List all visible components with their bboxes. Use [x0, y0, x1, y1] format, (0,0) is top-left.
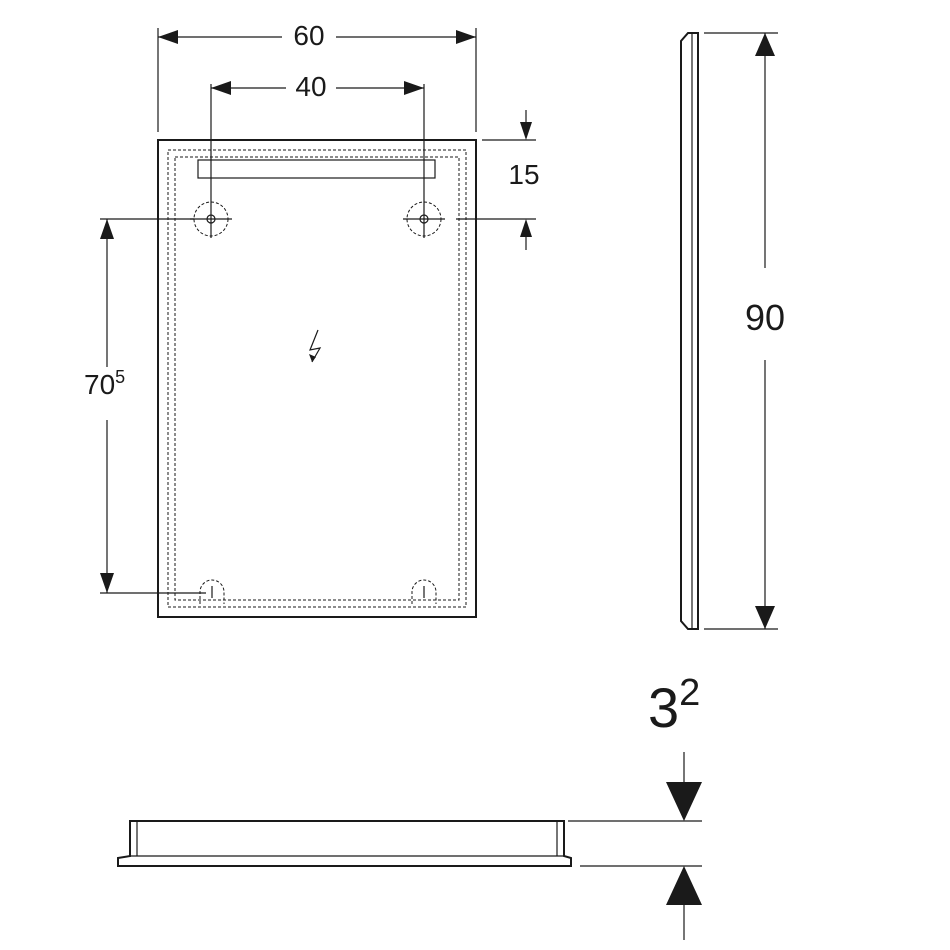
width-label: 60	[293, 20, 324, 51]
thickness-label: 32	[648, 672, 700, 739]
dimension-width: 60	[157, 20, 477, 132]
hole-spacing-label: 40	[295, 71, 326, 102]
led-strip-inner	[174, 156, 460, 601]
light-bar	[197, 159, 436, 179]
front-view: 60 40 15 705	[84, 20, 540, 618]
top-offset-label: 15	[508, 159, 539, 190]
bottom-hook-left	[199, 579, 225, 604]
dimension-hole-spacing: 40	[211, 71, 424, 102]
dimension-top-offset: 15	[456, 110, 540, 250]
dimension-height: 90	[704, 32, 785, 630]
electric-bolt-icon	[309, 329, 322, 363]
bottom-profile	[117, 820, 572, 867]
height-label: 90	[745, 297, 785, 338]
hook-height-label: 705	[84, 367, 125, 400]
bottom-view: 32	[117, 672, 702, 940]
mounting-hole-right	[403, 84, 445, 238]
dimension-hook-height: 705	[84, 218, 206, 594]
dimension-thickness: 32	[568, 672, 702, 940]
mirror-outline	[157, 139, 477, 618]
mounting-hole-left	[190, 84, 232, 238]
led-strip-outer	[167, 149, 467, 608]
side-view: 90	[680, 32, 785, 630]
bottom-hook-right	[411, 579, 437, 604]
side-profile	[680, 32, 699, 630]
